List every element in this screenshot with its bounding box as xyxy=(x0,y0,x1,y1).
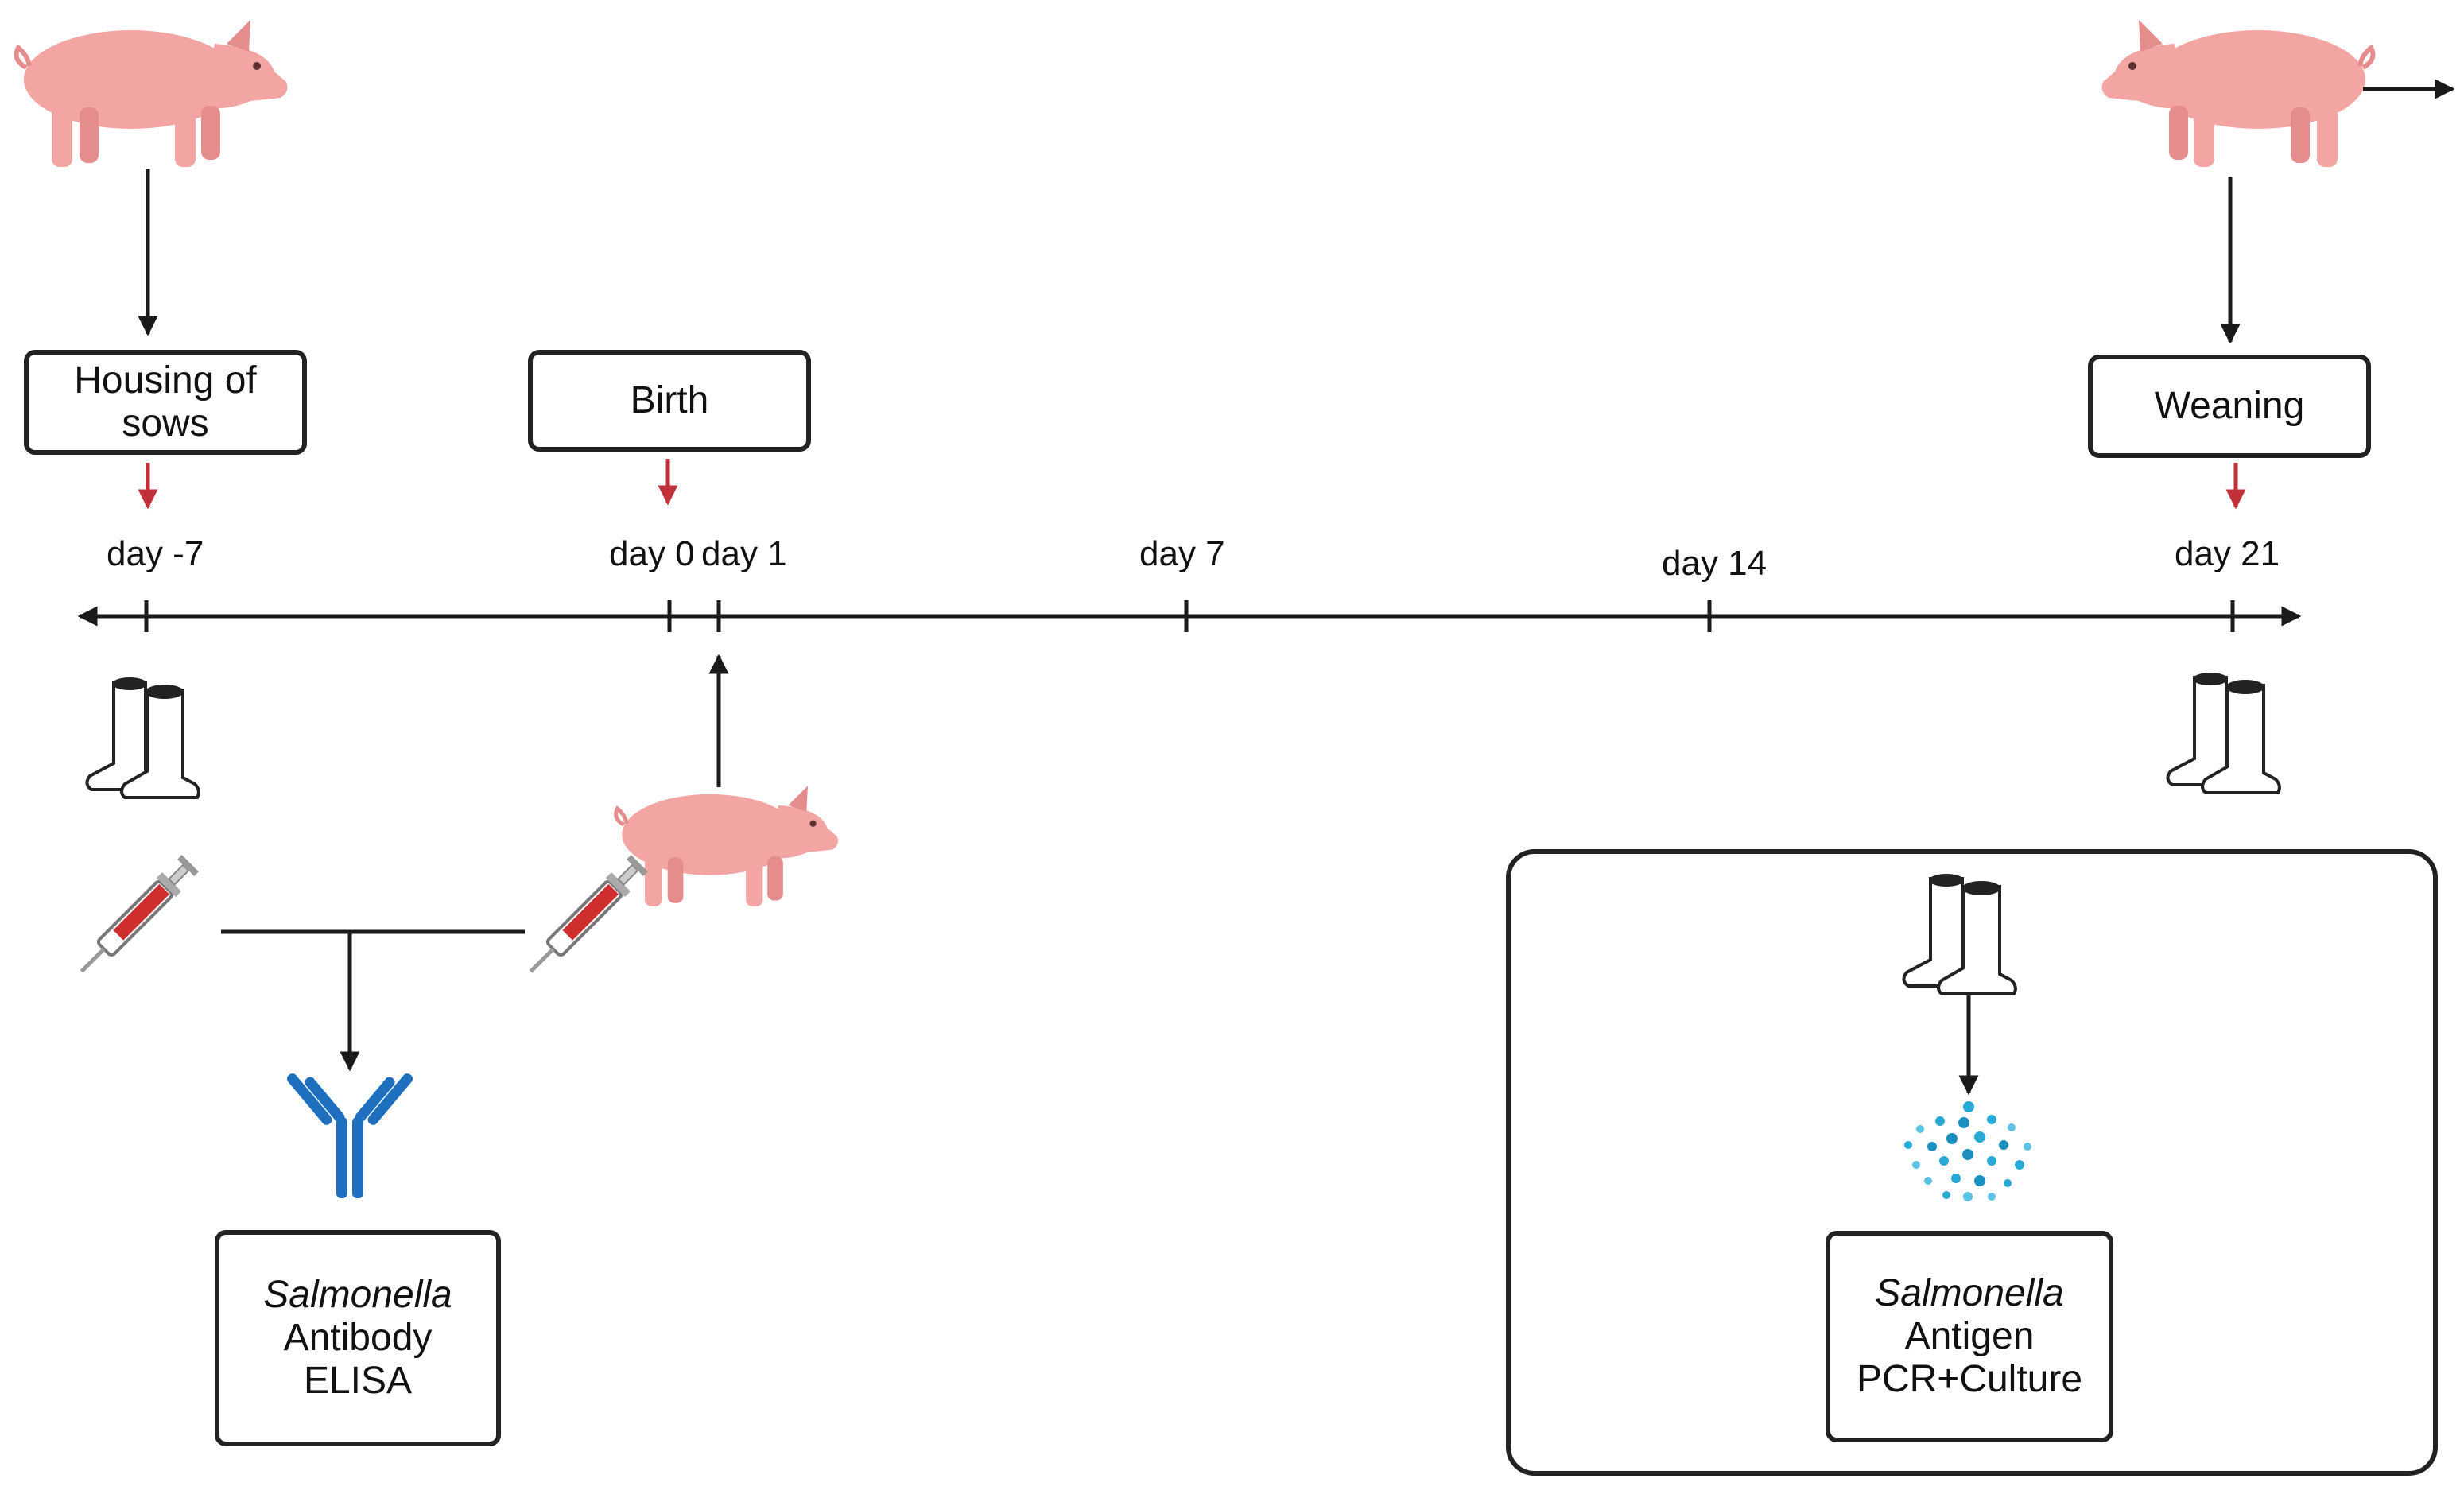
weaning-label: Weaning xyxy=(2154,385,2305,428)
antibody-line3: ELISA xyxy=(303,1359,413,1402)
syringe-icon-sow xyxy=(70,852,202,984)
antibody-elisa-box: Salmonella Antibody ELISA xyxy=(215,1230,501,1446)
weaning-box: Weaning xyxy=(2088,355,2371,458)
birth-label: Birth xyxy=(630,379,709,422)
day-label-7: day 7 xyxy=(1139,534,1225,573)
day-label-1: day 1 xyxy=(701,534,787,573)
antibody-icon xyxy=(286,1073,413,1198)
housing-line1: Housing of xyxy=(74,359,257,402)
housing-of-sows-box: Housing of sows xyxy=(24,350,307,455)
antibody-organism: Salmonella xyxy=(263,1274,452,1317)
boots-icon-day21 xyxy=(2166,671,2281,794)
day-label-minus7: day -7 xyxy=(107,534,204,573)
antigen-pcr-box: Salmonella Antigen PCR+Culture xyxy=(1826,1231,2113,1442)
bacteria-icon xyxy=(1904,1101,2031,1201)
antibody-line2: Antibody xyxy=(283,1317,433,1360)
antigen-panel xyxy=(1506,849,2438,1476)
housing-line2: sows xyxy=(122,402,209,444)
day-label-14: day 14 xyxy=(1662,544,1767,583)
antigen-organism: Salmonella xyxy=(1875,1272,2064,1315)
antigen-line3: PCR+Culture xyxy=(1856,1357,2083,1400)
piglet-icon xyxy=(616,786,839,906)
birth-box: Birth xyxy=(528,350,811,452)
day-label-21: day 21 xyxy=(2175,534,2280,573)
sow-icon-weaning xyxy=(2102,20,2373,167)
day-label-0: day 0 xyxy=(609,534,695,573)
sow-icon-housing xyxy=(17,20,288,167)
syringe-icon-piglet xyxy=(519,852,651,984)
boots-icon-day-minus7 xyxy=(85,676,200,799)
antigen-line2: Antigen xyxy=(1904,1315,2035,1358)
